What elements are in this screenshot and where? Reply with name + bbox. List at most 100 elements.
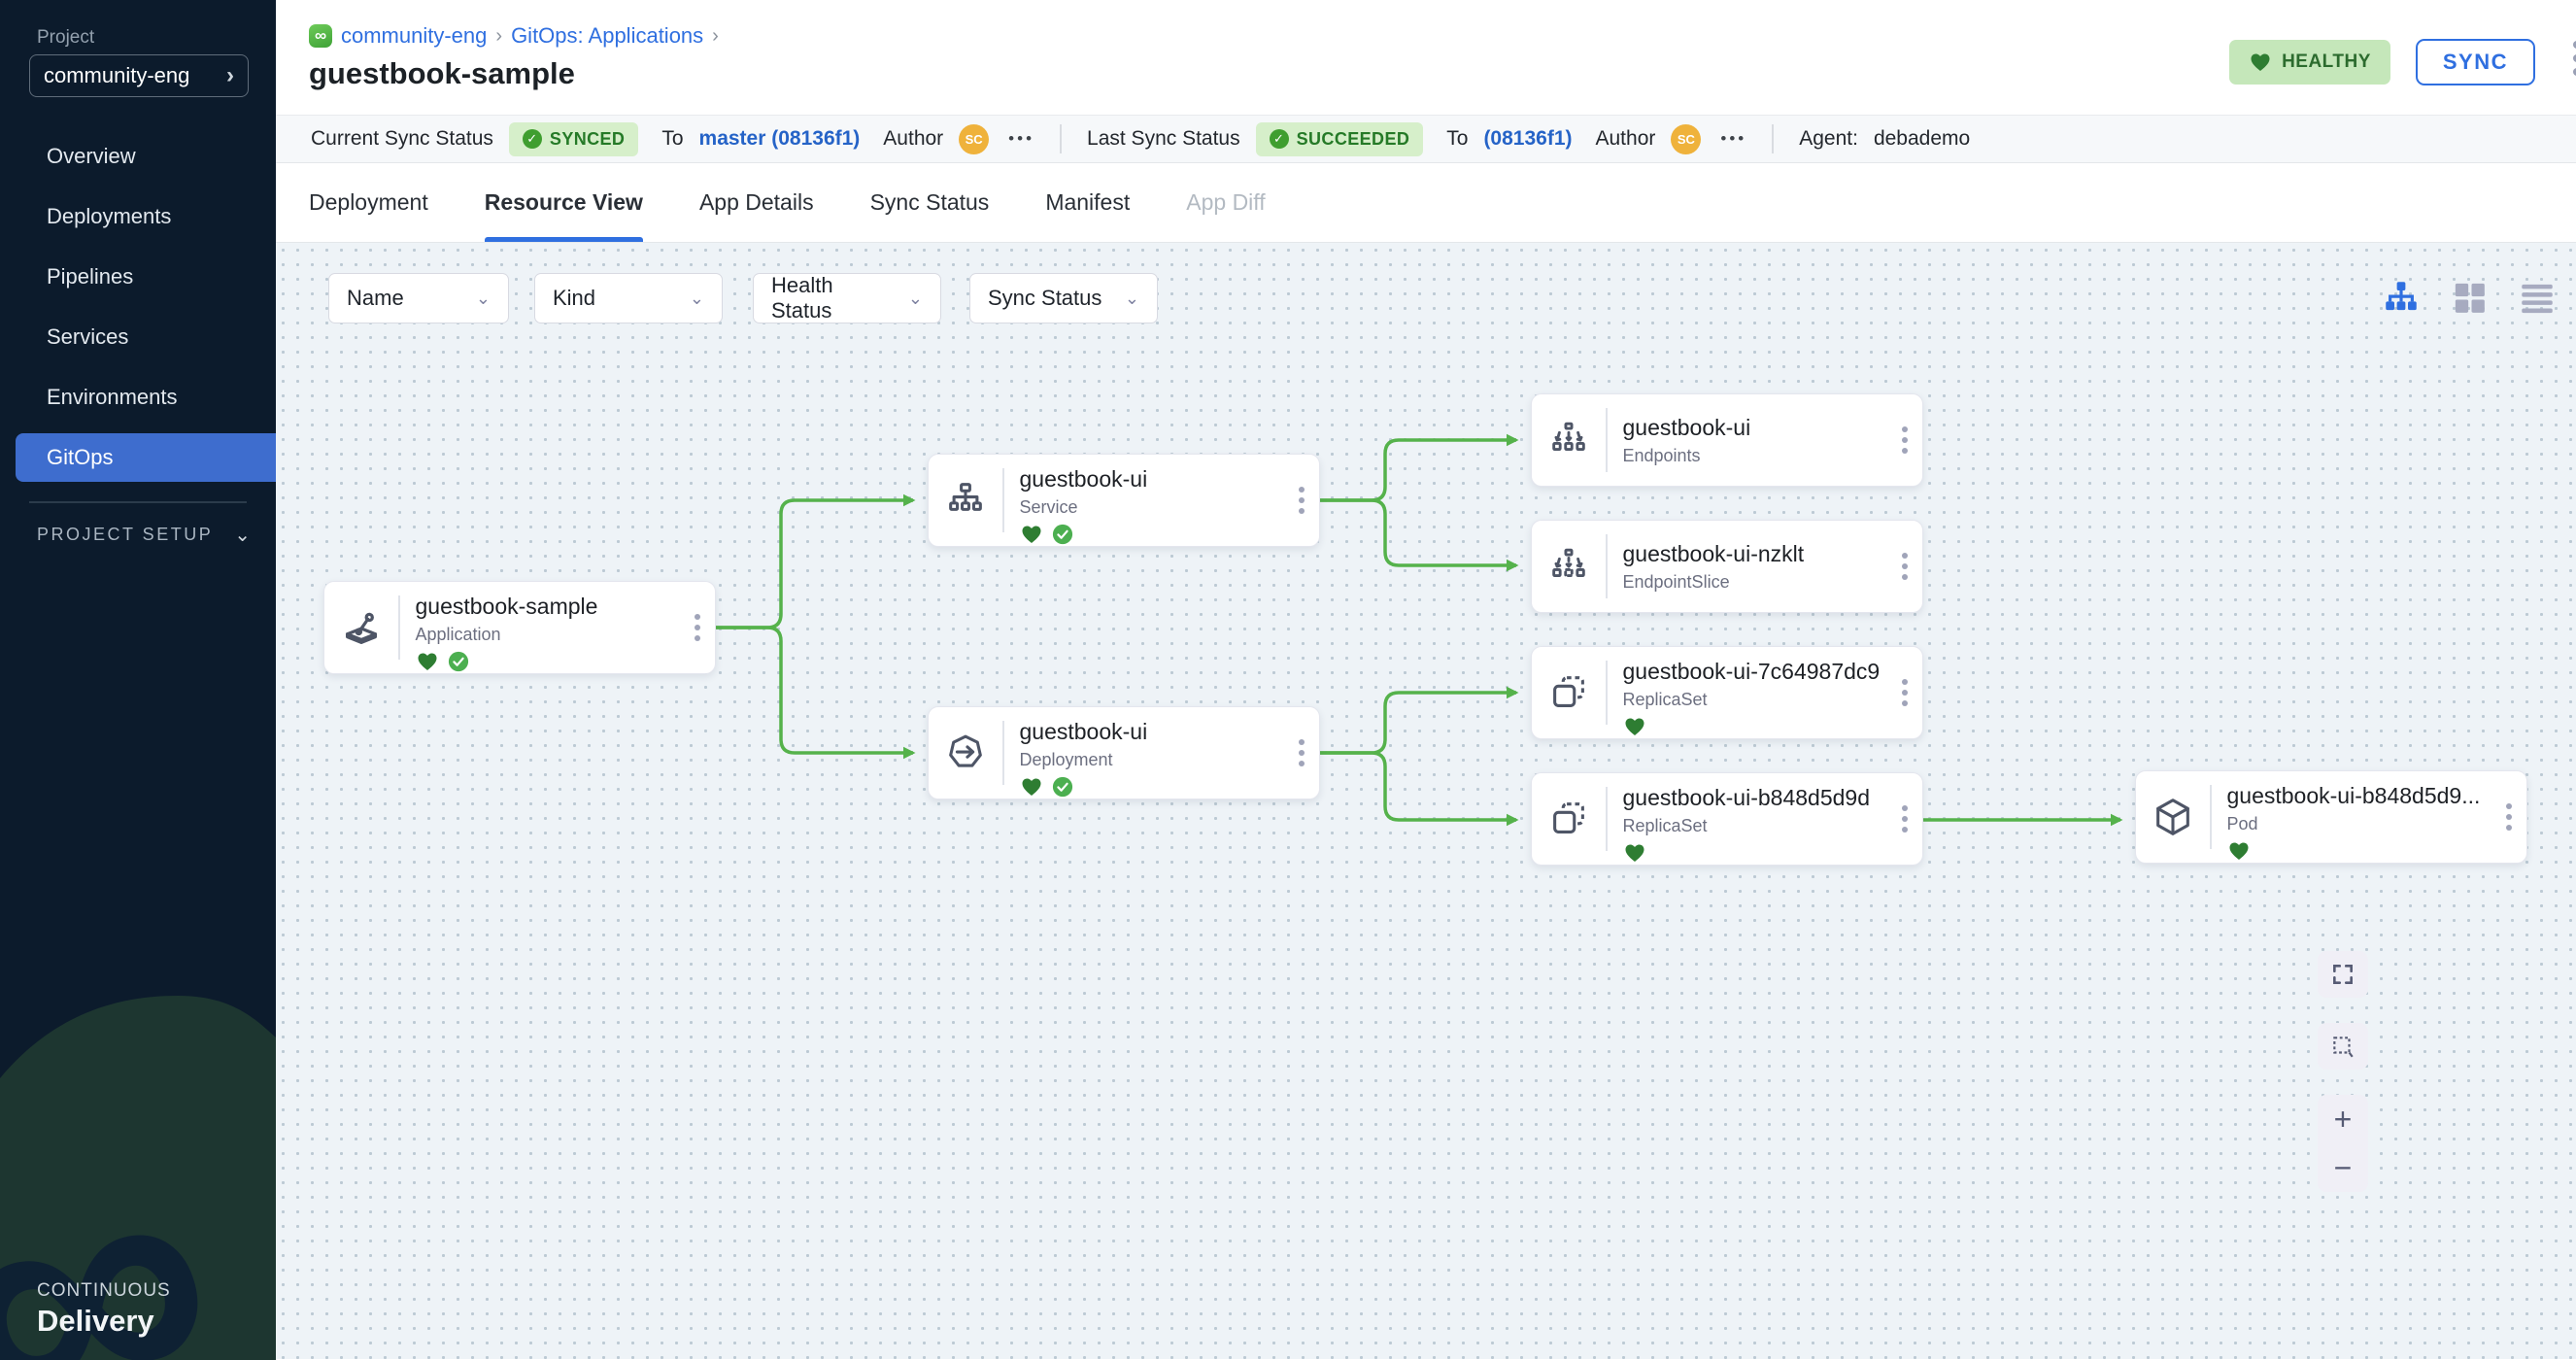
project-selector[interactable]: community-eng › [29,54,249,97]
node-menu-button[interactable] [1284,707,1319,799]
header-actions: HEALTHY SYNC [2229,39,2535,85]
page-title: guestbook-sample [309,56,575,90]
node-title: guestbook-ui [1622,414,1751,440]
tab-label: Deployment [309,189,428,215]
node-kind: Service [1019,497,1078,517]
chevron-down-icon: ⌄ [689,288,704,308]
node-kind: Pod [2226,814,2258,833]
sidebar-item-pipelines[interactable]: Pipelines [0,247,276,307]
grid-view-toggle[interactable] [2448,276,2491,319]
last-revision-link[interactable]: (08136f1) [1483,127,1573,150]
page-header: ∞ community-eng › GitOps: Applications ›… [276,0,2576,115]
node-menu-button[interactable] [1887,773,1922,865]
node-endpointslice[interactable]: guestbook-ui-nzklt EndpointSlice [1531,520,1923,613]
node-application[interactable]: guestbook-sample Application [323,581,716,674]
tab-resource-view[interactable]: Resource View [484,163,644,242]
deployment-icon [929,707,1002,799]
module-name-bottom: Delivery [37,1304,154,1338]
project-setup-toggle[interactable]: PROJECT SETUP ⌄ [37,523,251,547]
node-menu-button[interactable] [1887,394,1922,486]
node-replicaset-7c64987dc9[interactable]: guestbook-ui-7c64987dc9 ReplicaSet [1531,646,1923,739]
current-sync-status-label: Current Sync Status [311,127,493,150]
filter-label: Kind [553,286,596,310]
filter-health-status-dropdown[interactable]: Health Status⌄ [753,273,941,323]
succeeded-badge: ✓ SUCCEEDED [1255,121,1424,156]
replicaset-icon [1532,647,1606,738]
divider [2210,785,2212,849]
divider [1060,124,1063,153]
node-menu-button[interactable] [2491,771,2526,863]
divider [1606,408,1608,472]
more-commits-button[interactable]: ••• [1008,129,1035,148]
health-heart-icon [1625,844,1644,862]
tab-label: App Diff [1186,189,1266,215]
node-status [1020,775,1285,799]
tab-label: Resource View [484,189,643,215]
tree-view-toggle[interactable] [2380,276,2423,319]
sidebar-wave-decoration [0,996,276,1360]
node-status [1020,523,1285,546]
health-heart-icon [1022,526,1040,543]
filter-label: Sync Status [988,286,1102,310]
marquee-select-button[interactable] [2318,1023,2368,1070]
tab-deployment[interactable]: Deployment [309,163,428,242]
sync-button[interactable]: SYNC [2415,39,2535,85]
sync-check-icon [1052,524,1072,545]
check-icon: ✓ [522,129,542,149]
node-deployment[interactable]: guestbook-ui Deployment [928,706,1320,799]
synced-badge-label: SYNCED [549,128,626,149]
sidebar-item-overview[interactable]: Overview [0,126,276,187]
node-menu-button[interactable] [1887,521,1922,612]
sidebar-item-gitops[interactable]: GitOps [16,433,276,482]
zoom-out-button[interactable]: − [2333,1150,2353,1185]
current-revision-link[interactable]: master (08136f1) [698,127,861,150]
last-sync-status-label: Last Sync Status [1087,127,1240,150]
node-kind: Application [415,625,501,644]
tab-sync-status[interactable]: Sync Status [870,163,990,242]
tab-app-details[interactable]: App Details [699,163,814,242]
replicaset-icon [1532,773,1606,865]
chevron-down-icon: ⌄ [475,288,491,308]
health-badge-label: HEALTHY [2282,51,2371,72]
sidebar-nav: Overview Deployments Pipelines Services … [0,126,276,488]
node-menu-button[interactable] [680,582,715,673]
node-title: guestbook-ui [1019,719,1148,744]
sidebar-item-label: Environments [47,385,178,409]
breadcrumb-project-link[interactable]: community-eng [341,23,488,48]
to-label: To [661,127,684,150]
node-pod[interactable]: guestbook-ui-b848d5d9... Pod [2135,770,2527,864]
filter-sync-status-dropdown[interactable]: Sync Status⌄ [969,273,1158,323]
fullscreen-button[interactable] [2318,951,2368,998]
module-tag: CONTINUOUS Delivery [37,1280,171,1339]
sidebar-item-environments[interactable]: Environments [0,367,276,427]
list-view-toggle[interactable] [2516,276,2559,319]
node-service[interactable]: guestbook-ui Service [928,454,1320,547]
sync-status-bar: Current Sync Status ✓ SYNCED To master (… [276,115,2576,163]
node-status [416,650,681,673]
divider [398,595,400,660]
sidebar: Project community-eng › Overview Deploym… [0,0,276,1360]
divider [1002,468,1004,532]
filter-name-dropdown[interactable]: Name⌄ [328,273,509,323]
filter-kind-dropdown[interactable]: Kind ⌄ [534,273,723,323]
resource-graph-canvas[interactable]: Name⌄ Kind⌄ Health Status⌄ Sync Status⌄ [276,242,2576,1359]
node-title: guestbook-ui-nzklt [1622,540,1805,566]
view-toggle-group [2380,276,2576,319]
zoom-in-button[interactable]: + [2333,1102,2353,1137]
chevron-down-icon: ⌄ [907,288,923,308]
sidebar-item-services[interactable]: Services [0,307,276,367]
app-menu-kebab-button[interactable] [2573,41,2576,76]
breadcrumb-applications-link[interactable]: GitOps: Applications [511,23,704,48]
divider [1772,124,1775,153]
project-selector-value: community-eng [44,63,190,87]
more-commits-button[interactable]: ••• [1720,129,1747,148]
endpointslice-icon [1532,521,1606,612]
node-menu-button[interactable] [1887,647,1922,738]
node-menu-button[interactable] [1284,455,1319,546]
node-endpoints[interactable]: guestbook-ui Endpoints [1531,393,1923,487]
tab-manifest[interactable]: Manifest [1045,163,1130,242]
chevron-down-icon: ⌄ [234,525,251,546]
sidebar-item-deployments[interactable]: Deployments [0,187,276,247]
node-replicaset-b848d5d9d[interactable]: guestbook-ui-b848d5d9d ReplicaSet [1531,772,1923,866]
tab-label: Sync Status [869,189,990,215]
